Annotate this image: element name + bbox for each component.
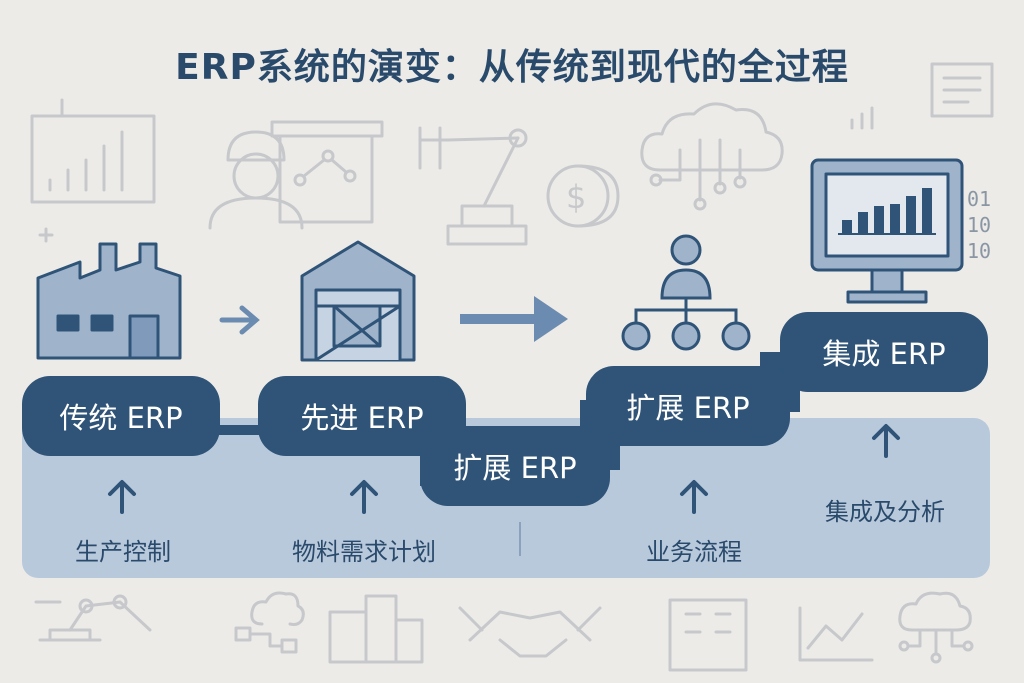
- coin-icon: $: [546, 164, 620, 228]
- binary-digits: 01 10 10: [967, 186, 991, 264]
- stage-label: 集成 ERP: [822, 337, 946, 371]
- factory-icon: [36, 242, 182, 360]
- divider: [519, 522, 521, 556]
- org-chart-icon: [621, 234, 751, 351]
- svg-text:$: $: [566, 178, 586, 216]
- page-title: ERP系统的演变：从传统到现代的全过程: [175, 47, 849, 88]
- stage-label: 扩展 ERP: [626, 391, 750, 425]
- caption-integration-analysis: 集成及分析: [825, 498, 945, 526]
- arrow-right-large-icon: [460, 296, 568, 342]
- line-graph-icon: [798, 606, 874, 662]
- arrow-up-icon: [108, 480, 136, 514]
- caption-production-control: 生产控制: [75, 538, 171, 566]
- bottom-buildings-icon: [328, 594, 424, 664]
- bottom-cloud-flow-icon: [234, 591, 305, 654]
- binary-line: 10: [967, 213, 992, 237]
- arrow-right-small-icon: [219, 305, 260, 335]
- handshake-icon: [458, 606, 602, 658]
- binary-line: 10: [967, 239, 992, 263]
- bottom-building-block-icon: [668, 598, 748, 672]
- stage-extended-erp-lower: 扩展 ERP: [420, 426, 610, 506]
- arrow-up-icon: [350, 480, 378, 514]
- arrow-up-icon: [680, 480, 708, 514]
- warehouse-icon: [300, 240, 416, 362]
- cloud-network-icon: [640, 102, 784, 211]
- robot-arm-icon: [418, 126, 528, 246]
- stage-integrated-erp: 集成 ERP: [780, 312, 988, 392]
- small-bars-icon: [850, 106, 874, 130]
- binary-line: 01: [967, 187, 992, 211]
- document-icon: [930, 62, 994, 118]
- stage-traditional-erp: 传统 ERP: [22, 376, 220, 456]
- arrow-up-icon: [872, 424, 900, 458]
- bottom-cloud-tree-icon: [898, 591, 974, 664]
- caption-mrp: 物料需求计划: [292, 538, 436, 566]
- chart-board-icon: [30, 98, 156, 204]
- stage-extended-erp: 扩展 ERP: [586, 366, 790, 446]
- caption-business-process: 业务流程: [646, 538, 742, 566]
- worker-icon: [208, 130, 304, 230]
- stage-label: 先进 ERP: [300, 401, 424, 435]
- presentation-board-icon: [270, 120, 384, 224]
- stage-label: 扩展 ERP: [453, 451, 577, 485]
- monitor-chart-icon: [810, 158, 964, 304]
- bottom-robot-arm-icon: [34, 594, 152, 642]
- stage-label: 传统 ERP: [59, 401, 183, 435]
- connector-line: [210, 425, 270, 435]
